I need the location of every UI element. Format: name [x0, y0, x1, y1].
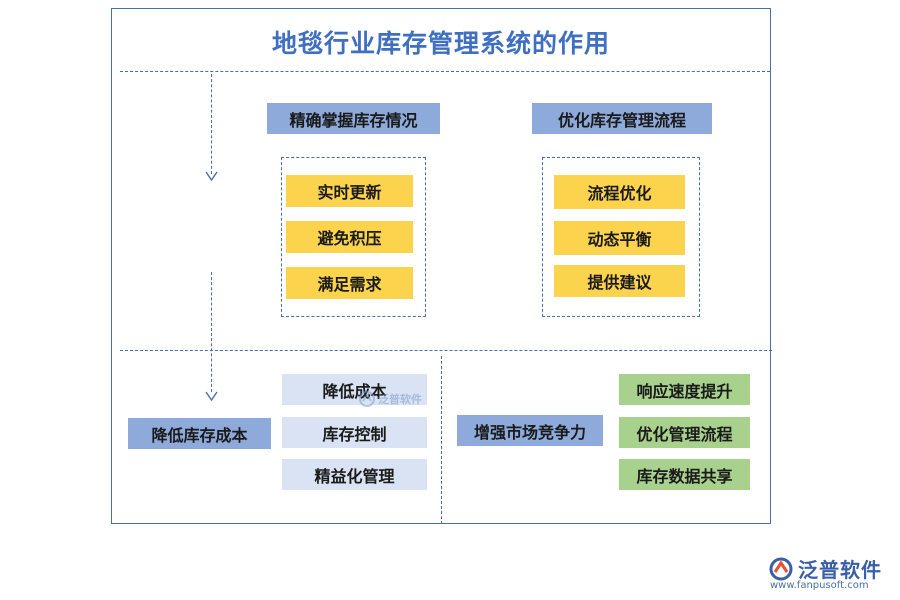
- brand-logo-icon: [769, 557, 793, 580]
- item-master-1: 实时更新: [286, 175, 413, 207]
- item-cost-1: 降低成本: [282, 374, 427, 405]
- section-header-compete: 增强市场竞争力: [457, 415, 603, 446]
- down-arrow-icon: [205, 171, 218, 182]
- item-compete-1: 响应速度提升: [619, 374, 750, 405]
- item-compete-2: 优化管理流程: [619, 417, 750, 448]
- group-optimize: [542, 157, 700, 317]
- brand-logo-icon: [359, 391, 375, 407]
- diagram-title: 地毯行业库存管理系统的作用: [271, 29, 610, 58]
- watermark-text: 泛普软件: [378, 393, 422, 406]
- item-compete-3: 库存数据共享: [619, 459, 750, 490]
- down-arrow-icon: [205, 391, 218, 402]
- item-master-3: 满足需求: [286, 267, 413, 299]
- brand-url: www.fanpusoft.com: [770, 580, 869, 591]
- bottom-vertical-divider: [441, 356, 442, 524]
- item-optimize-1: 流程优化: [554, 175, 685, 209]
- section-header-master: 精确掌握库存情况: [267, 103, 440, 134]
- item-cost-2: 库存控制: [282, 417, 427, 448]
- brand-logo: 泛普软件: [768, 554, 882, 583]
- section-header-optimize: 优化库存管理流程: [532, 103, 712, 134]
- top-divider: [120, 71, 770, 72]
- brand-name: 泛普软件: [798, 558, 882, 582]
- middle-divider: [120, 350, 772, 351]
- section-header-cost: 降低库存成本: [128, 418, 271, 449]
- upper-flow-line: [211, 74, 212, 174]
- watermark: 泛普软件: [358, 390, 422, 408]
- lower-flow-line: [211, 272, 212, 392]
- group-master: [281, 157, 426, 317]
- item-optimize-3: 提供建议: [554, 265, 685, 297]
- item-optimize-2: 动态平衡: [554, 221, 685, 255]
- item-cost-3: 精益化管理: [282, 459, 427, 490]
- item-master-2: 避免积压: [286, 221, 413, 253]
